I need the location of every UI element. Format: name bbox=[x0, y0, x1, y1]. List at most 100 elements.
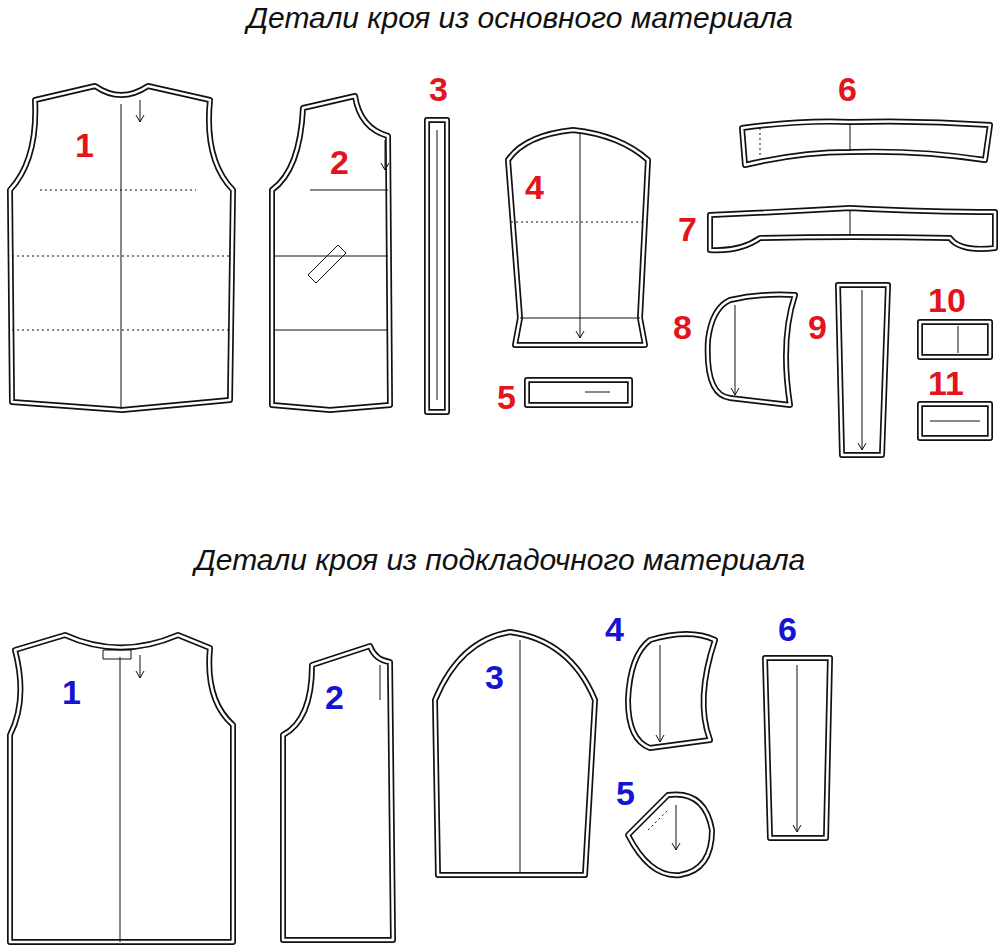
pattern-line bbox=[628, 794, 712, 875]
pattern-line bbox=[310, 190, 388, 191]
pattern-line bbox=[576, 134, 584, 338]
piece-outline bbox=[760, 606, 835, 844]
pattern-line bbox=[103, 650, 131, 659]
pattern-piece: 3 bbox=[430, 625, 600, 880]
pattern-line bbox=[427, 120, 447, 412]
pattern-piece: 5 bbox=[611, 770, 717, 880]
pattern-line bbox=[920, 404, 990, 438]
heading: Детали кроя из подкладочного материала bbox=[130, 542, 870, 578]
pattern-piece: 4 bbox=[503, 125, 653, 350]
pattern-line bbox=[120, 657, 121, 942]
pattern-line bbox=[380, 665, 381, 700]
pattern-piece: 11 bbox=[915, 362, 995, 443]
pattern-piece: 2 bbox=[267, 90, 397, 417]
heading: Детали кроя из основного материала bbox=[150, 0, 890, 36]
callout-number: 6 bbox=[838, 72, 857, 106]
piece-outline bbox=[5, 78, 238, 418]
pattern-line bbox=[850, 210, 851, 236]
callout-number: 4 bbox=[525, 170, 544, 204]
pattern-line bbox=[10, 635, 233, 942]
pattern-line bbox=[930, 421, 980, 422]
piece-outline bbox=[737, 68, 995, 170]
pattern-line bbox=[920, 322, 990, 357]
pattern-line bbox=[920, 404, 990, 438]
callout-number: 3 bbox=[485, 660, 504, 694]
pattern-piece: 6 bbox=[760, 606, 835, 844]
callout-number: 6 bbox=[778, 612, 797, 646]
pattern-piece: 4 bbox=[600, 606, 720, 753]
pattern-piece: 2 bbox=[278, 640, 398, 945]
pattern-line bbox=[858, 290, 866, 450]
pattern-line bbox=[136, 100, 144, 122]
pattern-piece: 8 bbox=[668, 288, 800, 410]
piece-outline bbox=[5, 628, 238, 945]
callout-number: 7 bbox=[678, 212, 697, 246]
pattern-line bbox=[838, 285, 888, 455]
pattern-line bbox=[585, 392, 610, 393]
piece-outline bbox=[668, 288, 800, 410]
pattern-line bbox=[435, 632, 595, 875]
callout-number: 5 bbox=[616, 776, 635, 810]
pattern-piece: 1 bbox=[5, 78, 238, 418]
pattern-line bbox=[511, 222, 645, 223]
pattern-line bbox=[648, 810, 668, 830]
callout-number: 1 bbox=[75, 128, 94, 162]
piece-outline bbox=[503, 125, 653, 350]
pattern-line bbox=[742, 121, 990, 165]
piece-outline bbox=[422, 68, 452, 417]
pattern-line bbox=[508, 130, 648, 345]
pattern-piece: 3 bbox=[422, 68, 452, 417]
pattern-line bbox=[958, 326, 959, 353]
callout-number: 2 bbox=[325, 680, 344, 714]
callout-number: 8 bbox=[673, 310, 692, 344]
callout-number: 11 bbox=[928, 366, 964, 400]
pattern-line bbox=[308, 245, 346, 283]
pattern-line bbox=[731, 305, 739, 395]
pattern-line bbox=[708, 295, 795, 405]
pattern-line bbox=[10, 635, 233, 942]
pattern-line bbox=[10, 86, 233, 410]
pattern-line bbox=[121, 104, 122, 409]
pattern-line bbox=[765, 658, 830, 838]
pattern-line bbox=[920, 322, 990, 357]
pattern-line bbox=[381, 140, 389, 170]
pattern-line bbox=[10, 86, 233, 410]
pattern-piece: 1 bbox=[5, 628, 238, 945]
pattern-line bbox=[656, 645, 664, 742]
pattern-line bbox=[12, 330, 230, 331]
pattern-line bbox=[283, 646, 393, 940]
pattern-line bbox=[136, 655, 144, 678]
pattern-line bbox=[793, 665, 801, 832]
callout-number: 1 bbox=[62, 675, 81, 709]
pattern-line bbox=[508, 130, 648, 345]
pattern-line bbox=[838, 285, 888, 455]
pattern-line bbox=[742, 121, 990, 165]
pattern-line bbox=[520, 640, 521, 872]
pattern-piece: 5 bbox=[492, 375, 635, 417]
callout-number: 4 bbox=[605, 612, 624, 646]
pattern-line bbox=[527, 380, 630, 405]
pattern-line bbox=[283, 646, 393, 940]
piece-outline bbox=[673, 200, 1000, 258]
callout-number: 10 bbox=[928, 283, 966, 317]
pattern-piece: 6 bbox=[737, 68, 995, 170]
pattern-line bbox=[274, 330, 388, 331]
pattern-line bbox=[850, 124, 851, 150]
callout-number: 5 bbox=[497, 380, 516, 414]
pattern-line bbox=[12, 256, 230, 257]
callout-number: 2 bbox=[330, 145, 349, 179]
pattern-line bbox=[765, 658, 830, 838]
pattern-line bbox=[274, 256, 388, 257]
pattern-line bbox=[272, 96, 390, 410]
pattern-line bbox=[272, 96, 390, 410]
callout-number: 3 bbox=[429, 72, 448, 106]
pattern-line bbox=[527, 380, 630, 405]
pattern-line bbox=[710, 208, 995, 250]
pattern-line bbox=[437, 130, 438, 400]
pattern-line bbox=[708, 295, 795, 405]
pattern-line bbox=[628, 634, 715, 748]
callout-number: 9 bbox=[808, 310, 827, 344]
piece-outline bbox=[267, 90, 397, 417]
pattern-line bbox=[435, 632, 595, 875]
pattern-line bbox=[760, 128, 761, 158]
